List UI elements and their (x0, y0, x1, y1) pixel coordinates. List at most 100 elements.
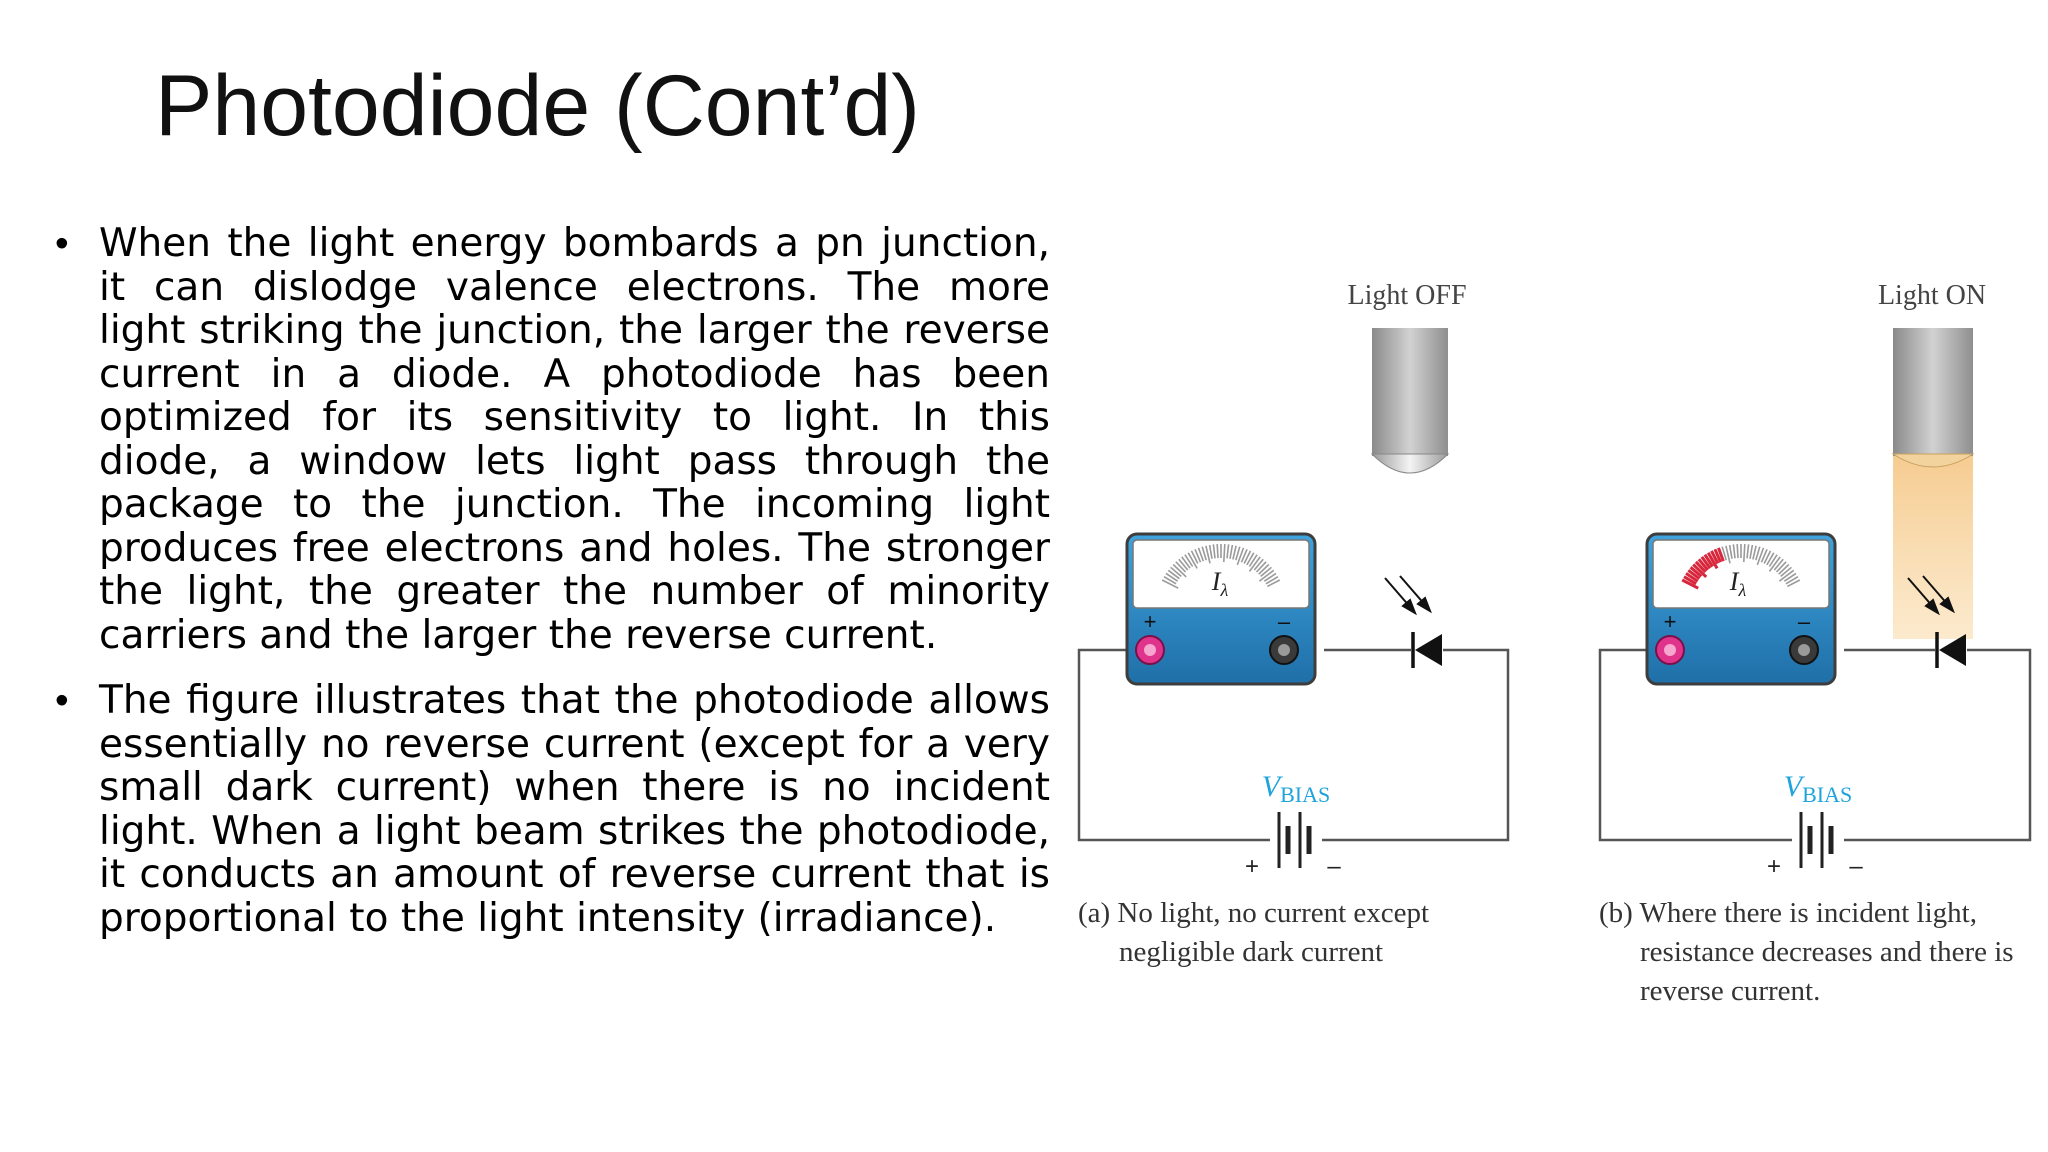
meter-tick (1197, 547, 1205, 562)
vbias-label: VBIAS (1262, 770, 1330, 807)
photodiode-a (1384, 575, 1442, 668)
circuit-a: Light OFF Iλ + – (1077, 280, 1510, 880)
meter-tick (1713, 548, 1722, 563)
meter-tick (1235, 546, 1241, 561)
meter-tick (1253, 558, 1264, 571)
meter-tick (1746, 544, 1750, 559)
meter-tick (1703, 553, 1714, 568)
lamp-on (1891, 328, 1975, 468)
meter-minus-sign: – (1798, 609, 1811, 634)
battery-plus-sign: + (1767, 853, 1781, 880)
light-beam (1893, 454, 1973, 639)
battery-plates (1799, 812, 1834, 868)
meter-tick (1187, 552, 1198, 569)
meter-tick (1255, 561, 1267, 573)
meter-tick (1755, 546, 1761, 561)
lamp-lens (1370, 453, 1450, 474)
meter-tick (1775, 561, 1787, 573)
light-off-label: Light OFF (1347, 280, 1466, 311)
meter-tick (1212, 544, 1216, 559)
meter-tick (1752, 545, 1757, 560)
meter-tick (1229, 544, 1234, 559)
meter-tick (1190, 550, 1199, 564)
light-on-label: Light ON (1878, 280, 1986, 311)
meter-tick (1167, 569, 1180, 580)
meter-tick (1232, 545, 1237, 560)
meter-tick (1778, 563, 1790, 575)
vbias-label: VBIAS (1784, 770, 1852, 807)
meter-tick (1717, 547, 1725, 562)
meter-tick (1732, 544, 1736, 559)
meter-tick (1783, 572, 1797, 582)
meter-label: Iλ (1729, 567, 1747, 600)
meter-face (1132, 539, 1310, 609)
meter-tick (1161, 579, 1179, 589)
meter-tick (1728, 544, 1733, 559)
meter-tick (1246, 552, 1255, 566)
meter-tick (1175, 561, 1187, 573)
minus-terminal-center (1278, 644, 1290, 656)
meter-tick (1778, 569, 1795, 582)
meter-tick (1768, 554, 1778, 567)
bullet-text: When the light energy bombards a pn junc… (99, 221, 1050, 658)
lamp-lens (1891, 453, 1975, 468)
ammeter-a: Iλ + – (1125, 532, 1317, 686)
light-arrows-icon (1384, 575, 1432, 616)
meter-tick (1725, 545, 1731, 564)
photodiode-b (1907, 575, 1966, 668)
battery-plus-sign: + (1245, 853, 1259, 880)
diode-triangle (1939, 634, 1966, 666)
meter-tick (1265, 576, 1279, 585)
meter-tick (1216, 544, 1219, 559)
meter-tick (1760, 548, 1768, 563)
meter-tick (1683, 575, 1697, 586)
meter-tick (1763, 550, 1772, 564)
meter-tick (1226, 544, 1230, 559)
photodiode-figure: Light OFF Iλ + – (1070, 260, 2048, 1020)
bullet-item: • The figure illustrates that the photod… (55, 679, 1050, 940)
minus-terminal-center (1798, 644, 1810, 656)
meter-tick (1689, 566, 1703, 578)
meter-tick (1266, 579, 1281, 588)
battery-plates (1277, 812, 1312, 868)
meter-minus-sign: – (1278, 609, 1291, 634)
meter-label: Iλ (1211, 567, 1229, 600)
meter-tick (1260, 566, 1272, 578)
meter-tick (1236, 547, 1245, 566)
meter-tick (1756, 547, 1765, 566)
meter-tick (1766, 552, 1775, 566)
meter-tick (1223, 544, 1226, 563)
meter-tick (1786, 579, 1801, 588)
circuit-b: Light ON Iλ + – (1598, 280, 2032, 880)
battery-a: VBIAS + – (1245, 770, 1341, 880)
meter-tick (1258, 569, 1275, 582)
lamp-body (1893, 328, 1973, 456)
battery-b: VBIAS + – (1767, 770, 1863, 880)
meter-scale (1161, 544, 1281, 589)
ammeter-b: Iλ + – (1645, 532, 1837, 686)
meter-tick (1208, 544, 1213, 559)
meter-tick (1248, 556, 1261, 572)
meter-tick (1700, 556, 1712, 570)
bullet-item: • When the light energy bombards a pn ju… (55, 222, 1050, 657)
meter-tick (1181, 556, 1191, 569)
meter-tick (1743, 544, 1746, 563)
meter-tick (1194, 548, 1202, 563)
battery-minus-sign: – (1327, 853, 1341, 880)
meter-tick (1721, 546, 1727, 561)
meter-tick (1243, 550, 1252, 564)
meter-scale (1681, 544, 1801, 590)
battery-minus-sign: – (1849, 853, 1863, 880)
meter-tick (1768, 556, 1781, 572)
slide-title: Photodiode (Cont’d) (155, 58, 920, 154)
meter-tick (1205, 545, 1211, 564)
circuit-a-wires (1077, 648, 1510, 842)
meter-tick (1258, 563, 1270, 575)
meter-tick (1163, 576, 1177, 585)
circuit-b-wires (1598, 648, 2032, 842)
meter-tick (1785, 576, 1799, 585)
diode-triangle (1415, 634, 1442, 666)
meter-tick (1749, 544, 1754, 559)
bullet-marker: • (55, 222, 69, 265)
meter-tick (1263, 572, 1277, 582)
